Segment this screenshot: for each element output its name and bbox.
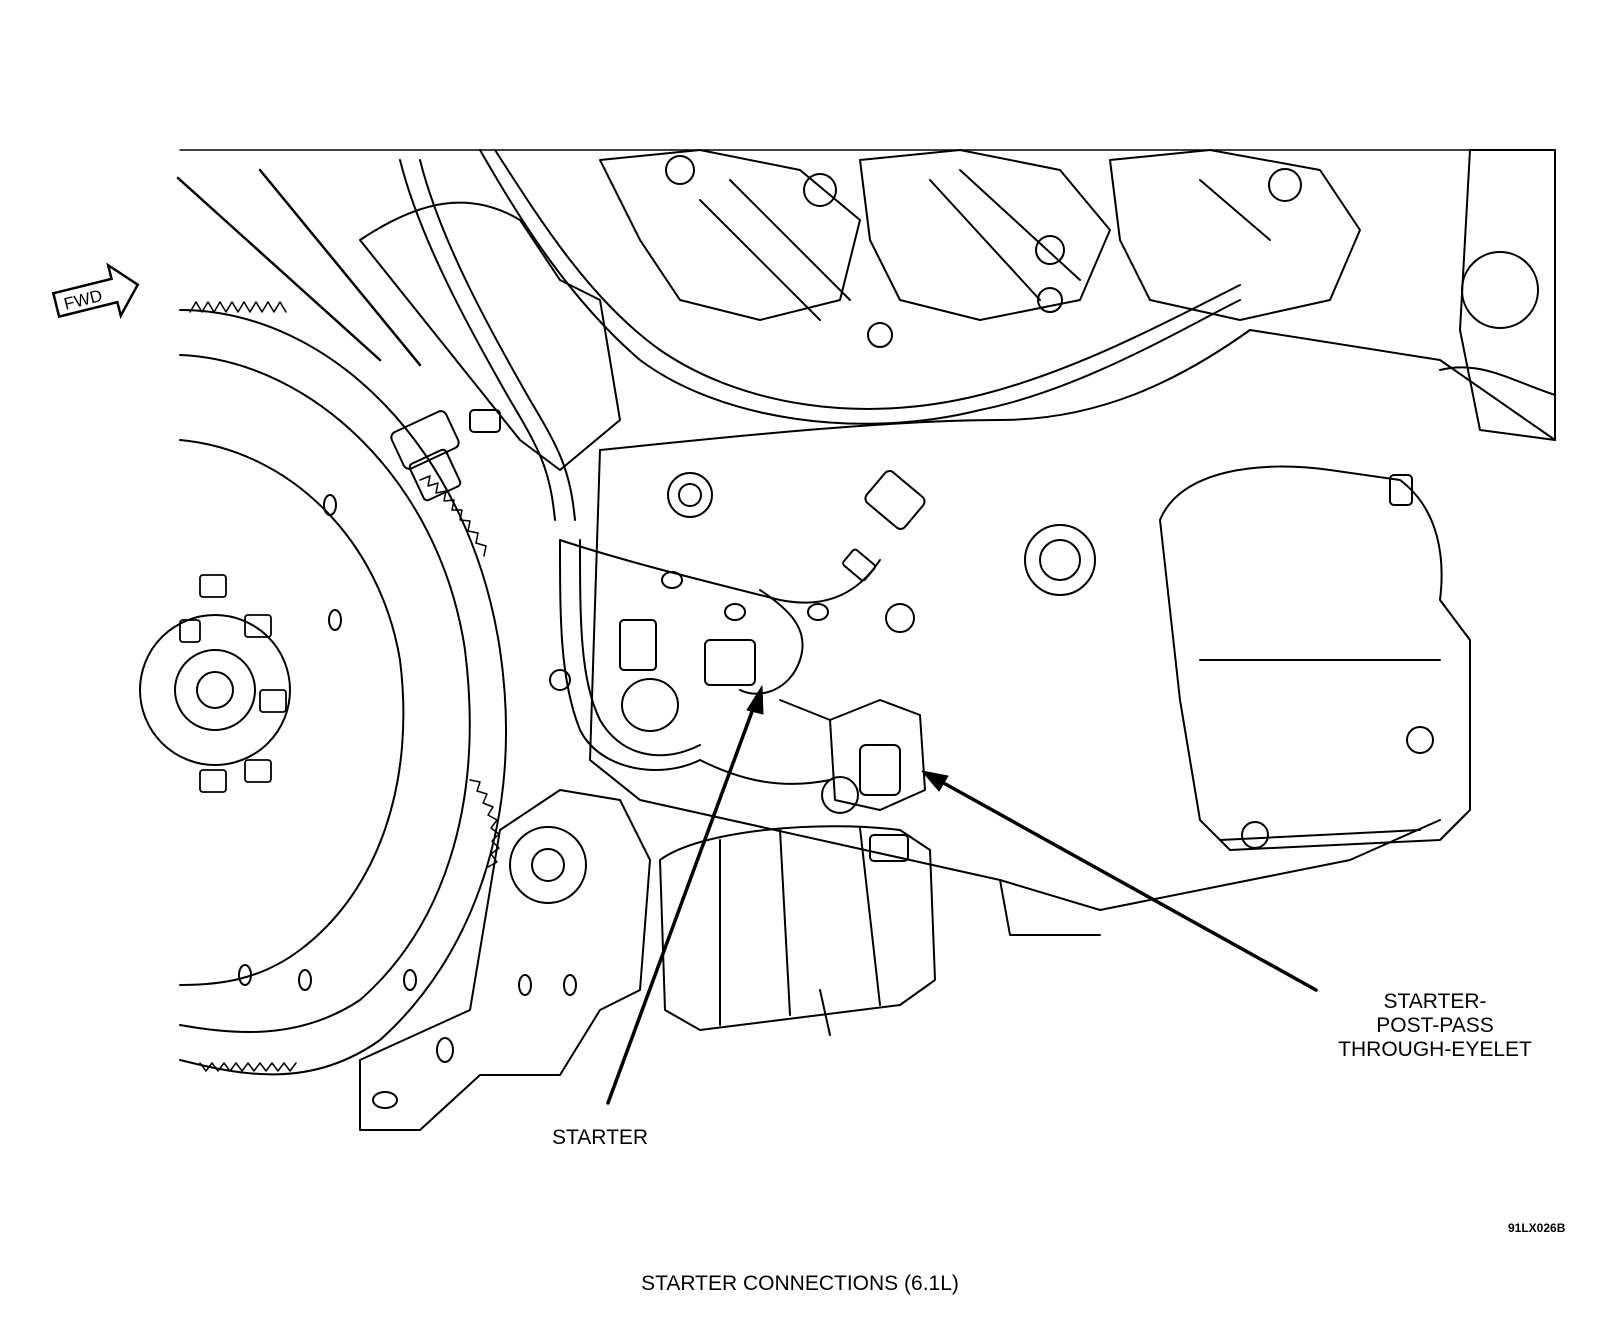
starter-bracket (359, 669, 651, 1131)
wiring-harness (390, 149, 1241, 785)
engine-block (179, 149, 1556, 936)
figure-caption: STARTER CONNECTIONS (6.1L) (641, 1272, 959, 1295)
callout-starter-post-eyelet: STARTER- POST-PASS THROUGH-EYELET (1305, 990, 1565, 1062)
callout-eyelet-line-3: THROUGH-EYELET (1338, 1038, 1532, 1061)
starter-leader-line (606, 685, 764, 1105)
starter-motor (659, 825, 936, 1036)
callout-eyelet-line-1: STARTER- (1383, 990, 1487, 1013)
callout-eyelet-line-2: POST-PASS (1376, 1014, 1494, 1037)
starter-solenoid (779, 699, 926, 814)
fwd-arrow-icon: FWD (51, 262, 140, 320)
callout-starter: STARTER (552, 1126, 649, 1149)
flywheel (139, 301, 507, 1076)
figure-id: 91LX026B (1508, 1221, 1566, 1235)
eyelet-leader-line (921, 770, 1318, 992)
